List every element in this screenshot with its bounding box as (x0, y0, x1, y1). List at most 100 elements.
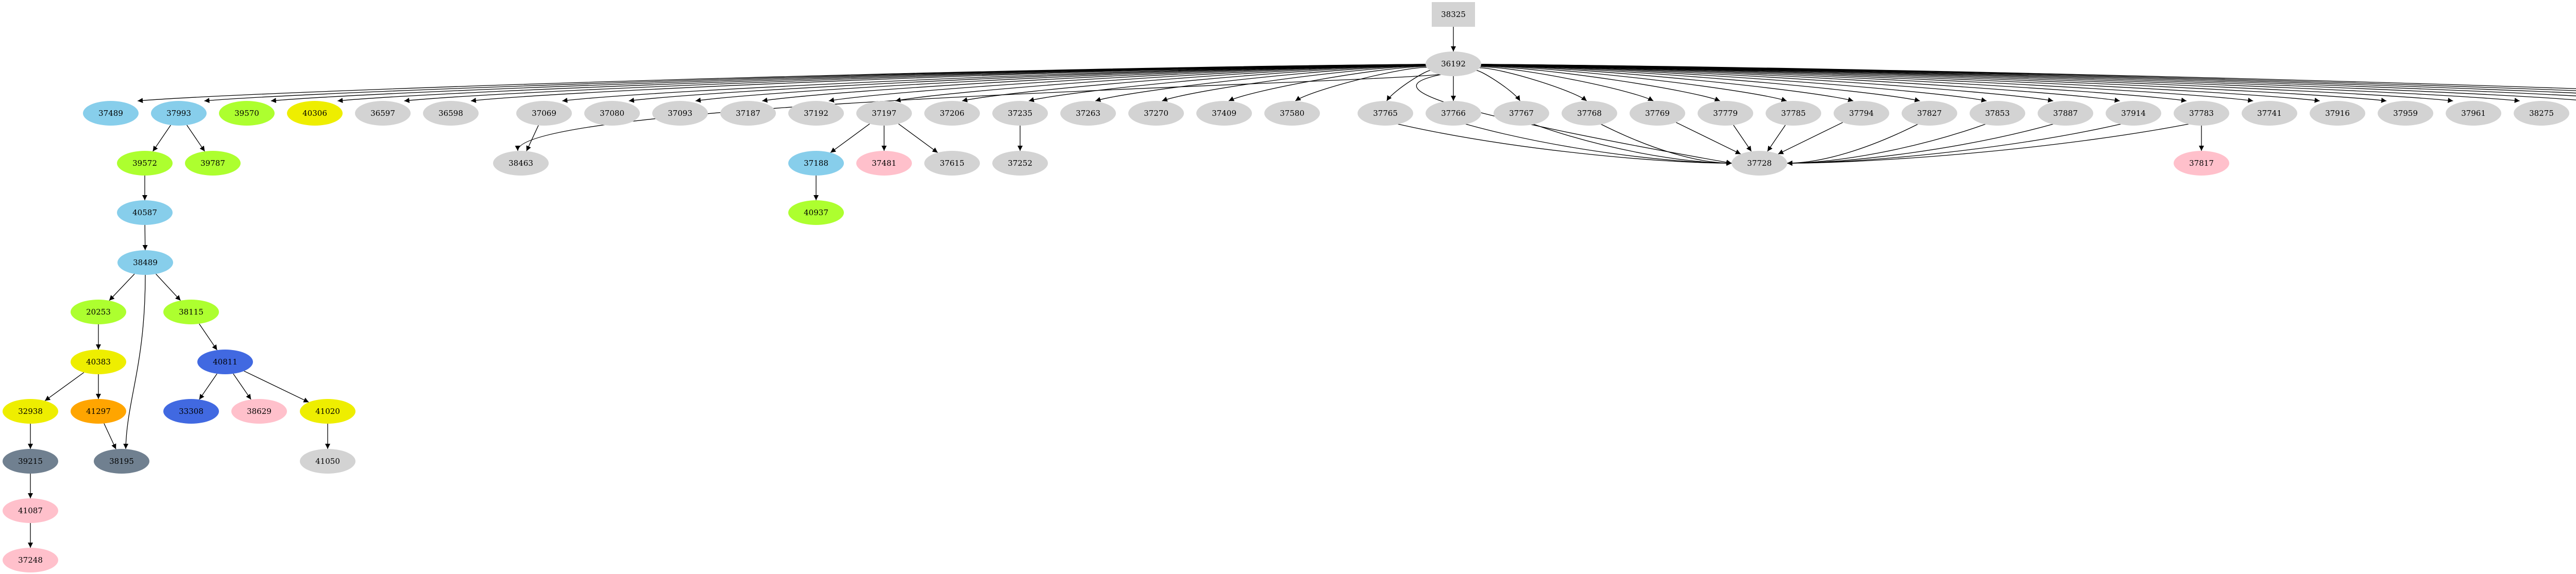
graph-node-38629[interactable]: 38629 (231, 399, 287, 424)
graph-node-37263[interactable]: 37263 (1060, 101, 1116, 126)
edge-37914-to-37728 (1787, 123, 2124, 166)
edge-36192-to-37785 (1481, 65, 1787, 102)
graph-node-37235[interactable]: 37235 (992, 101, 1048, 126)
graph-node-37765[interactable]: 37765 (1358, 101, 1413, 126)
edge-36192-to-37206 (962, 64, 1426, 102)
node-label: 39215 (18, 457, 43, 466)
node-label: 37768 (1577, 109, 1602, 118)
graph-node-36597[interactable]: 36597 (355, 101, 411, 126)
graph-node-37827[interactable]: 37827 (1902, 101, 1957, 126)
graph-node-37206[interactable]: 37206 (924, 101, 980, 126)
edge-38489-to-20253 (109, 273, 135, 301)
edge-38489-to-38115 (156, 273, 181, 301)
graph-node-36598[interactable]: 36598 (423, 101, 479, 126)
edge-36192-to-37779 (1481, 65, 1720, 101)
graph-node-37779[interactable]: 37779 (1698, 101, 1753, 126)
node-label: 41297 (86, 407, 111, 416)
graph-node-37853[interactable]: 37853 (1970, 101, 2025, 126)
graph-node-37615[interactable]: 37615 (924, 151, 980, 176)
graph-node-40383[interactable]: 40383 (71, 350, 126, 374)
graph-node-20253[interactable]: 20253 (71, 300, 126, 324)
edge-36192-to-37765 (1386, 70, 1431, 101)
graph-node-37785[interactable]: 37785 (1766, 101, 1821, 126)
node-label: 38325 (1441, 10, 1466, 19)
node-label: 37252 (1008, 159, 1032, 168)
graph-node-41087[interactable]: 41087 (3, 498, 58, 523)
graph-node-38115[interactable]: 38115 (163, 300, 219, 324)
node-label: 39570 (234, 109, 259, 118)
graph-node-37769[interactable]: 37769 (1630, 101, 1685, 126)
graph-node-37916[interactable]: 37916 (2310, 101, 2365, 126)
graph-node-41050[interactable]: 41050 (300, 449, 355, 474)
graph-node-37192[interactable]: 37192 (788, 101, 844, 126)
graph-node-38489[interactable]: 38489 (117, 250, 173, 275)
edge-37853-to-37728 (1787, 123, 1988, 166)
graph-node-36192[interactable]: 36192 (1426, 51, 1481, 76)
graph-node-41020[interactable]: 41020 (300, 399, 355, 424)
graph-node-37767[interactable]: 37767 (1494, 101, 1549, 126)
graph-node-37887[interactable]: 37887 (2038, 101, 2093, 126)
edge-40811-to-41020 (244, 371, 309, 403)
graph-node-37080[interactable]: 37080 (584, 101, 640, 126)
graph-node-37093[interactable]: 37093 (652, 101, 708, 126)
graph-node-37961[interactable]: 37961 (2446, 101, 2501, 126)
graph-node-33308[interactable]: 33308 (163, 399, 219, 424)
graph-node-41297[interactable]: 41297 (71, 399, 126, 424)
graph-node-37580[interactable]: 37580 (1264, 101, 1320, 126)
node-label: 37959 (2393, 109, 2418, 118)
graph-node-39572[interactable]: 39572 (117, 151, 173, 176)
graph-node-37187[interactable]: 37187 (720, 101, 776, 126)
graph-node-37993[interactable]: 37993 (151, 101, 207, 126)
graph-node-39215[interactable]: 39215 (3, 449, 58, 474)
graph-node-37741[interactable]: 37741 (2242, 101, 2297, 126)
graph-node-37188[interactable]: 37188 (788, 151, 844, 176)
graph-node-40587[interactable]: 40587 (117, 200, 173, 225)
node-label: 37728 (1747, 159, 1772, 168)
graph-node-37914[interactable]: 37914 (2106, 101, 2161, 126)
graph-node-37069[interactable]: 37069 (516, 101, 572, 126)
graph-node-38463[interactable]: 38463 (493, 151, 549, 176)
node-label: 38489 (133, 258, 158, 267)
edge-36192-to-37270 (1162, 65, 1426, 102)
graph-node-38325[interactable]: 38325 (1432, 2, 1475, 27)
node-label: 37766 (1441, 109, 1466, 118)
graph-node-37270[interactable]: 37270 (1128, 101, 1184, 126)
edge-36192-to-37197 (895, 64, 1426, 103)
edge-36192-to-37235 (1028, 64, 1426, 102)
graph-node-37248[interactable]: 37248 (3, 548, 58, 572)
graph-node-32938[interactable]: 32938 (3, 399, 58, 424)
graph-node-37817[interactable]: 37817 (2174, 151, 2229, 176)
graph-node-37489[interactable]: 37489 (83, 101, 139, 126)
node-label: 37853 (1985, 109, 2010, 118)
graph-node-39787[interactable]: 39787 (185, 151, 241, 176)
node-label: 37887 (2053, 109, 2078, 118)
graph-node-37197[interactable]: 37197 (856, 101, 912, 126)
graph-node-37252[interactable]: 37252 (992, 151, 1048, 176)
graph-node-38195[interactable]: 38195 (94, 449, 149, 474)
graph-node-37768[interactable]: 37768 (1562, 101, 1617, 126)
edge-36192-to-37767 (1476, 70, 1520, 101)
graph-node-40306[interactable]: 40306 (287, 101, 343, 126)
graph-node-37783[interactable]: 37783 (2174, 101, 2229, 126)
graph-node-39570[interactable]: 39570 (219, 101, 275, 126)
graph-node-37481[interactable]: 37481 (856, 151, 912, 176)
graph-node-38275[interactable]: 38275 (2514, 101, 2569, 126)
node-label: 36598 (438, 109, 463, 118)
edge-36192-to-37853 (1481, 64, 1987, 102)
graph-node-40811[interactable]: 40811 (197, 350, 253, 374)
graph-node-40937[interactable]: 40937 (788, 200, 844, 225)
graph-node-37409[interactable]: 37409 (1196, 101, 1252, 126)
graph-node-37959[interactable]: 37959 (2378, 101, 2433, 126)
edge-36192-to-40061 (1481, 64, 2576, 89)
edge-37769-to-37728 (1675, 122, 1741, 154)
node-label: 37794 (1849, 109, 1874, 118)
node-label: 41050 (315, 457, 340, 466)
graph-node-37728[interactable]: 37728 (1732, 151, 1787, 176)
graph-node-37794[interactable]: 37794 (1834, 101, 1889, 126)
node-label: 37993 (166, 109, 191, 118)
edge-37766-to-37728 (1463, 123, 1732, 166)
graph-node-37766[interactable]: 37766 (1426, 101, 1481, 126)
node-label: 37785 (1781, 109, 1806, 118)
edge-37768-to-37728 (1599, 123, 1732, 166)
